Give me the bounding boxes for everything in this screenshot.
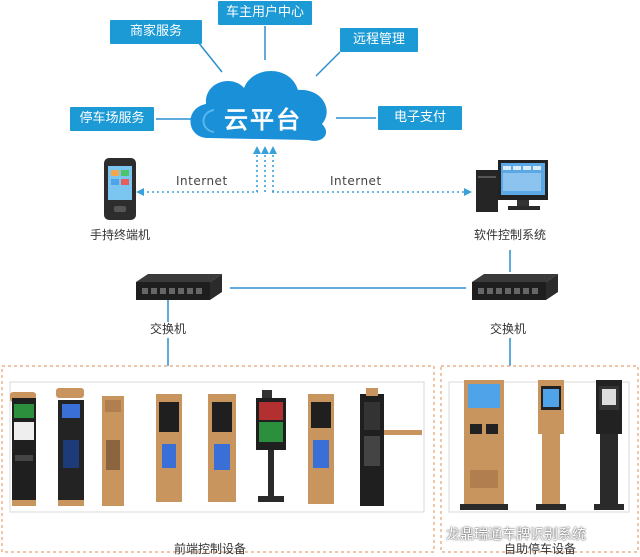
switch-right-label: 交换机 [490, 322, 527, 336]
network-switch-icon [136, 274, 222, 300]
cloud-icon [190, 71, 327, 141]
remote-connector [315, 51, 341, 77]
front-group-box [1, 365, 435, 553]
parking-service-tag: 停车场服务 [70, 107, 154, 131]
handheld-label: 手持终端机 [90, 228, 151, 242]
barrier-gate-icon [156, 394, 182, 502]
remote-management-tag: 远程管理 [340, 28, 418, 52]
kiosk-icon [536, 380, 566, 510]
front-inner-frame [9, 381, 425, 513]
network-switch-icon [472, 274, 558, 300]
owner-center-tag: 车主用户中心 [218, 1, 312, 25]
internet-left-arrow [136, 188, 144, 196]
barrier-gate-icon [360, 388, 422, 506]
handheld-terminal-icon [104, 158, 136, 220]
front-group-caption: 前端控制设备 [174, 542, 247, 556]
barrier-gate-icon [308, 394, 334, 504]
barrier-gate-icon [256, 390, 286, 502]
merchant-service-tag: 商家服务 [110, 20, 202, 44]
cloud-label: 云平台 [224, 106, 302, 134]
barrier-gate-icon [56, 388, 84, 506]
computer-icon [476, 160, 548, 212]
barrier-gate-icon [208, 394, 236, 502]
self-service-group-box [440, 365, 639, 553]
kiosk-icon [460, 380, 508, 510]
self-service-group-caption: 自助停车设备 [504, 542, 577, 556]
internet-right-arrow [464, 188, 472, 196]
switch-left-label: 交换机 [150, 322, 187, 336]
barrier-gate-icon [10, 392, 36, 506]
watermark: 龙鼎瑞通车牌识别系统 [446, 527, 586, 543]
merchant-connector [197, 41, 223, 73]
internet-right-label: Internet [330, 174, 382, 188]
software-label: 软件控制系统 [474, 228, 547, 242]
kiosk-icon [594, 380, 624, 510]
payment-tag: 电子支付 [378, 106, 462, 130]
barrier-gate-icon [102, 396, 124, 506]
internet-left-label: Internet [176, 174, 228, 188]
